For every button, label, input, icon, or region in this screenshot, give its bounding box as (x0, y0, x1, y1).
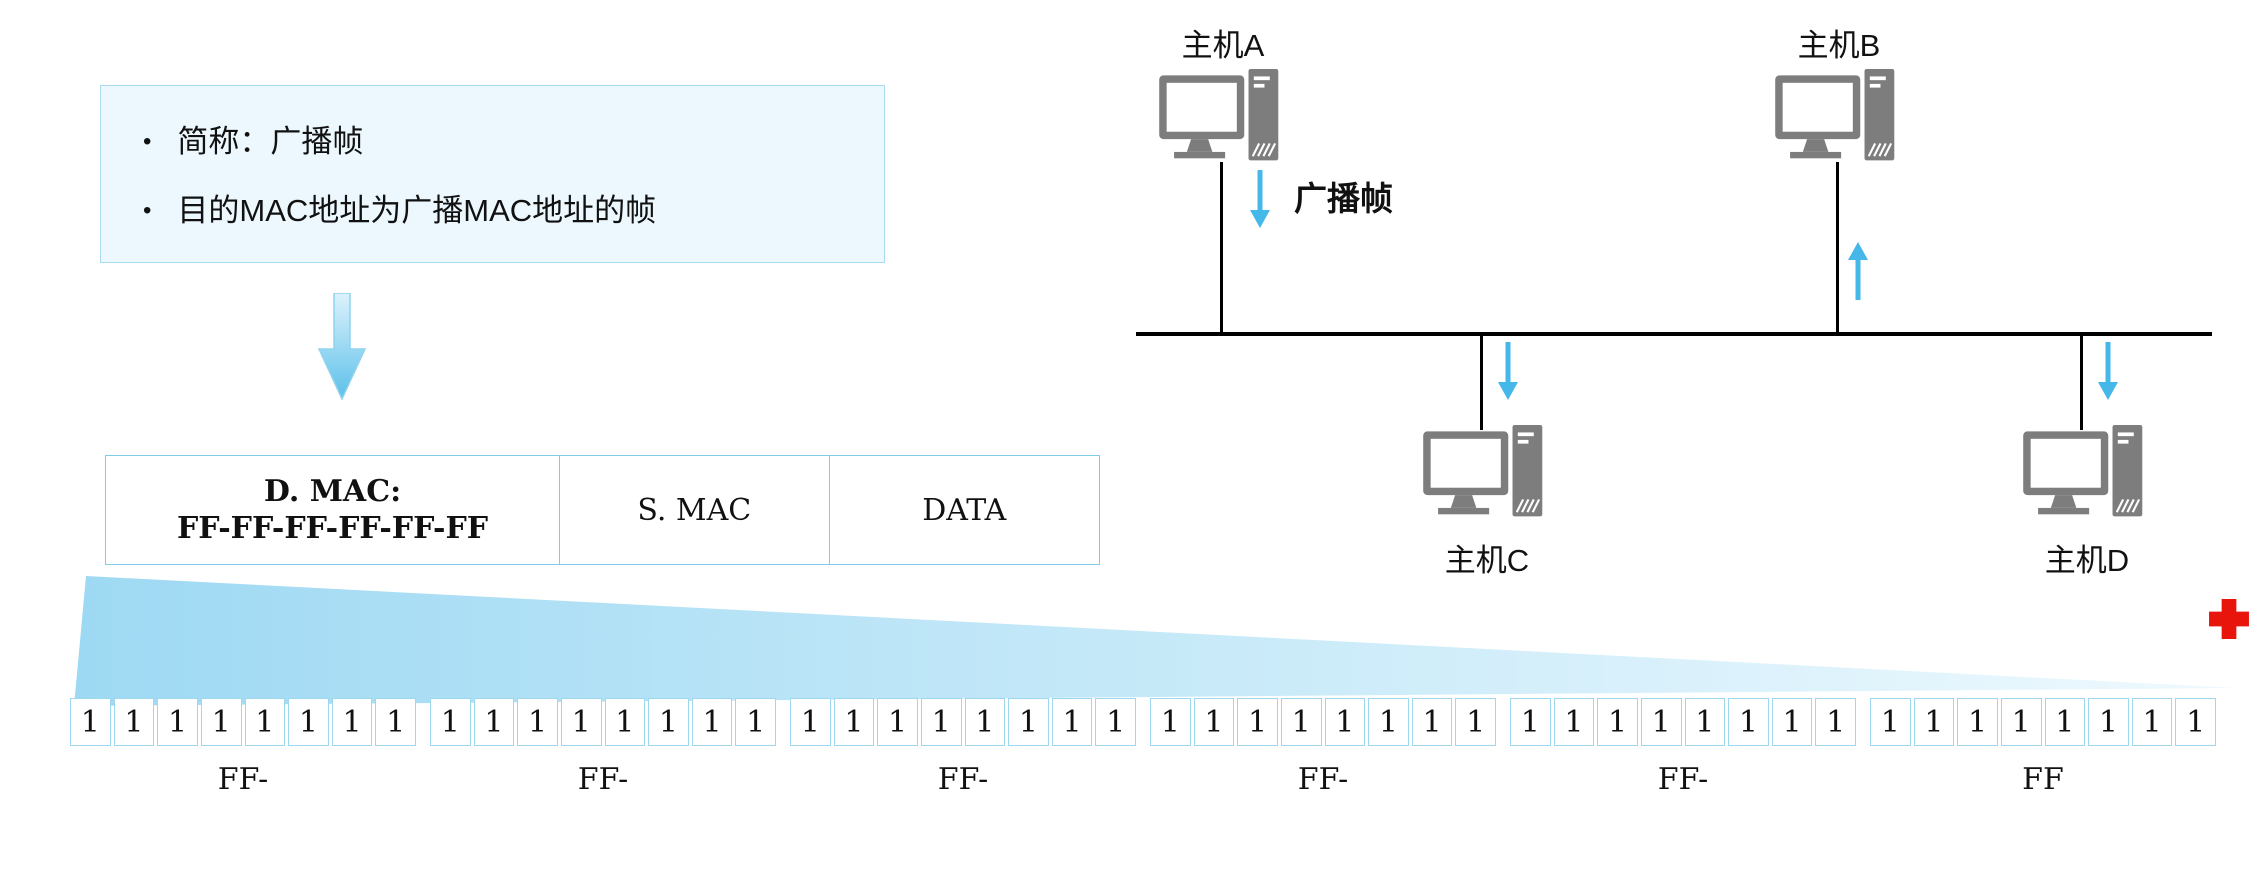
broadcast-down-arrow-a-icon (1248, 170, 1272, 235)
dmac-cell: D. MAC: FF-FF-FF-FF-FF-FF (106, 456, 561, 564)
bit-cell: 1 (2175, 698, 2216, 746)
bit-cell: 1 (604, 698, 646, 746)
bullet-text: 目的MAC地址为广播MAC地址的帧 (177, 193, 657, 228)
bit-cell: 1 (560, 698, 602, 746)
bit-cell: 1 (331, 698, 373, 746)
bit-cell: 1 (2088, 698, 2129, 746)
bit-cell: 1 (920, 698, 962, 746)
bit-cell: 1 (1913, 698, 1955, 746)
host-b: 主机B (1764, 20, 1914, 175)
bit-cell: 1 (877, 698, 918, 746)
bit-cell: 1 (2131, 698, 2173, 746)
bit-cell: 1 (790, 698, 831, 746)
host-c-label: 主机C (1444, 543, 1530, 578)
expansion-wedge (72, 570, 2240, 710)
hostB-connector-line (1836, 162, 1839, 334)
host-d-label: 主机D (2044, 543, 2130, 578)
bit-cell: 1 (1771, 698, 1813, 746)
computer-icon (1423, 425, 1551, 531)
bit-cell: 1 (1411, 698, 1453, 746)
hostA-connector-line (1220, 162, 1223, 334)
bit-cell: 1 (70, 698, 111, 746)
hostC-connector-line (1480, 335, 1483, 430)
computer-icon (2023, 425, 2151, 531)
bit-cell: 1 (1095, 698, 1136, 746)
bit-cell: 1 (157, 698, 198, 746)
bit-cell: 1 (1597, 698, 1638, 746)
smac-cell: S. MAC (560, 456, 830, 564)
dmac-value: FF-FF-FF-FF-FF-FF (176, 511, 489, 546)
frame-structure-table: D. MAC: FF-FF-FF-FF-FF-FF S. MAC DATA (105, 455, 1100, 565)
bit-cell: 1 (288, 698, 329, 746)
bit-cell: 1 (691, 698, 733, 746)
bit-cell: 1 (735, 698, 776, 746)
bit-cell: 1 (1455, 698, 1496, 746)
bit-cell: 1 (1237, 698, 1278, 746)
bit-group-label: FF- (577, 762, 629, 797)
broadcast-down-arrow-d-icon (2096, 342, 2120, 407)
broadcast-frame-label: 广播帧 (1294, 180, 1393, 217)
definition-box: • 简称：广播帧 • 目的MAC地址为广播MAC地址的帧 (100, 85, 885, 263)
bullet-text: 简称：广播帧 (177, 124, 364, 159)
hostD-connector-line (2080, 335, 2083, 430)
bit-cell: 1 (430, 698, 471, 746)
bit-cell: 1 (113, 698, 155, 746)
bit-cell: 1 (648, 698, 689, 746)
host-a: 主机A (1148, 20, 1298, 175)
bullet-icon: • (143, 128, 152, 155)
bit-cell: 1 (1870, 698, 1911, 746)
bit-cell: 1 (1051, 698, 1093, 746)
bit-cell: 1 (1008, 698, 1049, 746)
bit-cell: 1 (1324, 698, 1366, 746)
broadcast-up-arrow-b-icon (1846, 240, 1870, 305)
bit-cell: 1 (964, 698, 1006, 746)
bit-cell: 1 (473, 698, 515, 746)
broadcast-down-arrow-c-icon (1496, 342, 1520, 407)
computer-icon (1775, 69, 1903, 175)
bullet-line: • 目的MAC地址为广播MAC地址的帧 (143, 185, 864, 230)
host-d: 主机D (2012, 425, 2162, 580)
bit-cell: 1 (517, 698, 558, 746)
bullet-icon: • (143, 197, 152, 224)
bit-cell: 1 (1193, 698, 1235, 746)
big-down-arrow-icon (312, 292, 372, 408)
bit-cell: 1 (375, 698, 416, 746)
bit-cell: 1 (1957, 698, 1998, 746)
data-cell: DATA (922, 492, 1007, 528)
bit-cell: 1 (1553, 698, 1595, 746)
host-c: 主机C (1412, 425, 1562, 580)
bit-cell: 1 (1368, 698, 1409, 746)
bit-cell: 1 (200, 698, 242, 746)
bit-cell: 1 (1150, 698, 1191, 746)
host-a-label: 主机A (1181, 28, 1265, 63)
bit-cell: 1 (1815, 698, 1856, 746)
bit-cell: 1 (1728, 698, 1769, 746)
host-b-label: 主机B (1797, 28, 1881, 63)
bit-group-label: FF- (1657, 762, 1709, 797)
bit-cell: 1 (1684, 698, 1726, 746)
bit-group-label: FF (2022, 762, 2064, 797)
dmac-title: D. MAC: (263, 473, 402, 509)
bit-cell: 1 (1640, 698, 1682, 746)
bullet-line: • 简称：广播帧 (143, 116, 864, 161)
bit-group-label: FF- (217, 762, 269, 797)
bit-cell: 1 (2000, 698, 2042, 746)
bit-group-label: FF- (937, 762, 989, 797)
bit-cell: 1 (1510, 698, 1551, 746)
computer-icon (1159, 69, 1287, 175)
bit-cell: 1 (1280, 698, 1322, 746)
bit-group-label: FF- (1297, 762, 1349, 797)
red-plus-icon (2208, 598, 2250, 645)
bus-line (1136, 332, 2212, 336)
bit-cell: 1 (833, 698, 875, 746)
bit-cell: 1 (244, 698, 286, 746)
bit-cell: 1 (2044, 698, 2086, 746)
